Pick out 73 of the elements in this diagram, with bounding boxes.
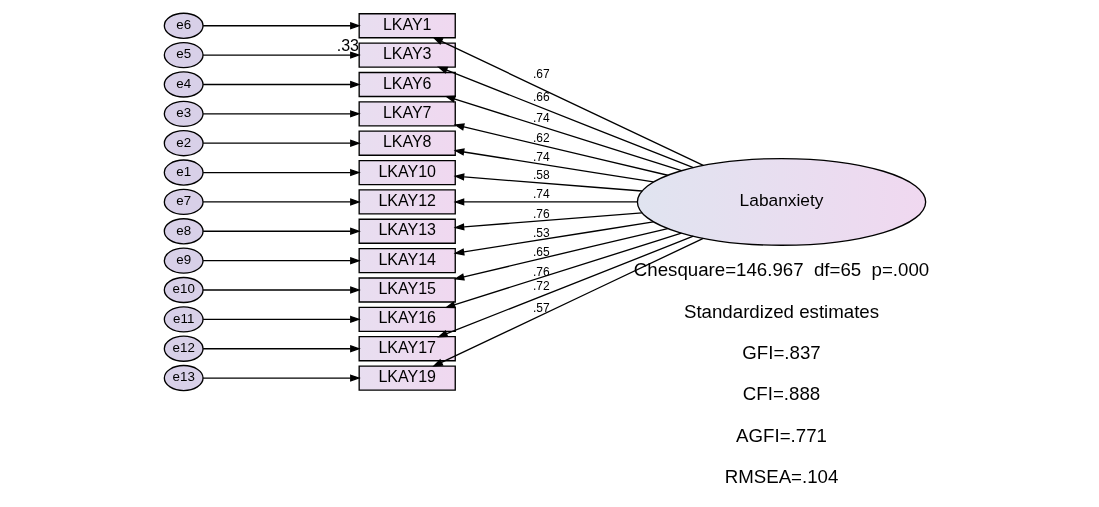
node-box: LKAY12: [358, 189, 456, 215]
node-box: LKAY16: [358, 306, 456, 333]
node-box: LKAY1: [358, 13, 456, 39]
arrow: [201, 80, 361, 89]
node-box: LKAY6: [358, 71, 456, 98]
node-box: LKAY19: [358, 365, 456, 391]
edge-label: .74: [532, 149, 550, 164]
arrow: [453, 198, 638, 206]
arrow: [201, 51, 361, 59]
node-ellipse: e1: [163, 159, 204, 186]
node-box: LKAY8: [358, 130, 456, 156]
edge-label: .72: [532, 279, 550, 294]
node-ellipse: e2: [163, 130, 204, 157]
arrow: [436, 66, 694, 169]
node-box: LKAY17: [358, 336, 456, 362]
arrow: [453, 227, 668, 281]
arrow: [453, 123, 668, 176]
arrow: [453, 173, 643, 192]
arrow: [436, 235, 694, 338]
node-ellipse: e8: [163, 218, 204, 245]
node-ellipse: e4: [163, 71, 204, 98]
edge-label: .74: [532, 111, 550, 126]
arrow: [431, 37, 704, 167]
node-box: LKAY3: [358, 42, 456, 68]
edge-label: .62: [532, 131, 550, 146]
arrow: [201, 286, 361, 294]
edge-label: .74: [532, 187, 550, 202]
arrow: [453, 148, 654, 183]
node-box: LKAY14: [358, 247, 456, 274]
node-ellipse: e9: [163, 247, 204, 274]
node-box: LKAY7: [358, 101, 456, 127]
node-ellipse: e3: [163, 100, 204, 128]
arrow: [431, 237, 704, 367]
arrow: [453, 221, 654, 256]
node-box: LKAY15: [358, 277, 456, 303]
arrow: [201, 256, 361, 265]
node-ellipse: e12: [163, 335, 204, 362]
arrow: [453, 212, 643, 231]
node-label: .33: [336, 36, 359, 54]
node-ellipse: e7: [163, 188, 204, 216]
arrow: [201, 374, 361, 382]
arrow: [444, 95, 682, 172]
node-ellipse: e11: [163, 306, 204, 333]
node-ellipse: e13: [163, 364, 204, 392]
edge-label: .76: [532, 207, 550, 222]
label: GFI=.837: [741, 341, 821, 363]
edge-label: .58: [532, 168, 550, 183]
label: AGFI=.771: [735, 424, 827, 446]
node-box: LKAY13: [358, 218, 456, 244]
label: RMSEA=.104: [724, 466, 838, 488]
node-ellipse: e5: [163, 41, 204, 69]
label: Standardized estimates: [683, 300, 879, 322]
arrow: [201, 344, 361, 353]
node-ellipse: e6: [163, 12, 204, 39]
arrow: [201, 110, 361, 118]
arrow: [201, 227, 361, 235]
edge-label: .65: [532, 244, 550, 259]
node-ellipse: Labanxiety: [636, 157, 926, 246]
arrow: [201, 139, 361, 147]
label: Chesquare=146.967 df=65 p=.000: [633, 259, 929, 281]
node-box: LKAY10: [358, 159, 456, 186]
arrow: [201, 315, 361, 324]
arrow: [201, 22, 361, 30]
node-ellipse: e10: [163, 276, 204, 304]
edge-label: .57: [532, 300, 550, 315]
edge-label: .76: [532, 264, 550, 279]
arrow: [201, 198, 361, 206]
edge-label: .67: [532, 67, 550, 82]
arrow: [444, 232, 682, 309]
arrow: [201, 168, 361, 177]
label: CFI=.888: [742, 383, 820, 405]
edge-label: .66: [532, 89, 550, 104]
edge-label: .53: [532, 225, 550, 240]
